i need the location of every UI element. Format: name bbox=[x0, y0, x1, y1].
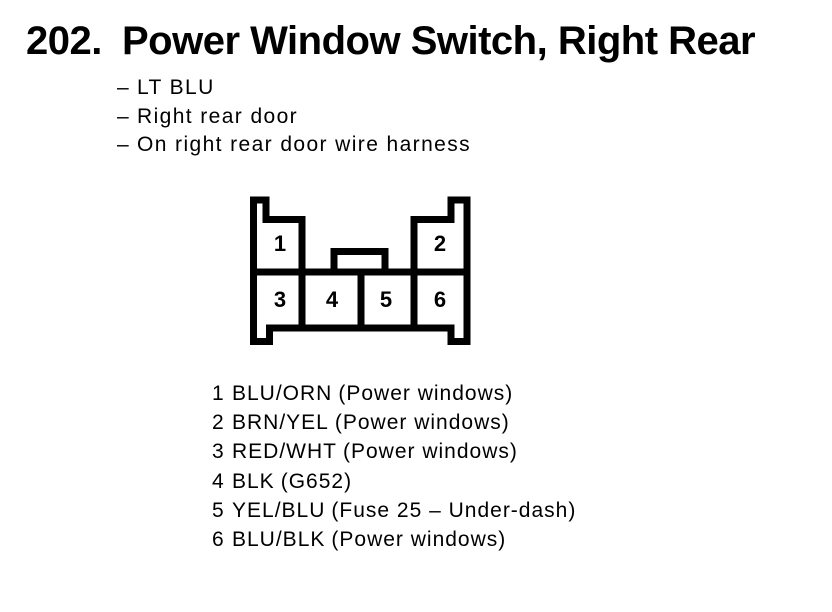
pin-number: 3 bbox=[212, 440, 225, 464]
connector-cavity-dividers bbox=[253, 268, 467, 328]
connector-pin-2: 2 bbox=[434, 231, 446, 256]
pin-number: 1 bbox=[212, 382, 225, 405]
pin-row: 2 BRN/YEL (Power windows) bbox=[212, 408, 576, 437]
pin-function: (Power windows) bbox=[334, 411, 510, 435]
page-title: 202. Power Window Switch, Right Rear bbox=[26, 19, 756, 63]
note-item: – On right rear door wire harness bbox=[117, 131, 471, 160]
connector-pin-4: 4 bbox=[326, 287, 339, 312]
note-text: LT BLU bbox=[137, 76, 215, 99]
dash-bullet: – bbox=[117, 104, 131, 128]
pin-wire-color: BRN/YEL bbox=[232, 411, 329, 435]
pin-function: (Power windows) bbox=[338, 382, 514, 405]
pin-wire-color: YEL/BLU bbox=[232, 498, 326, 522]
pin-function: (Power windows) bbox=[331, 528, 507, 552]
dash-bullet: – bbox=[117, 76, 131, 99]
pin-list: 1 BLU/ORN (Power windows) 2 BRN/YEL (Pow… bbox=[212, 379, 576, 554]
item-number: 202. bbox=[26, 19, 102, 63]
pin-wire-color: RED/WHT bbox=[232, 440, 337, 464]
connector-pin-6: 6 bbox=[434, 287, 446, 312]
notes-list: – LT BLU – Right rear door – On right re… bbox=[117, 74, 471, 160]
connector-pin-3: 3 bbox=[274, 287, 286, 312]
pin-function: (G652) bbox=[280, 469, 353, 493]
note-item: – LT BLU bbox=[117, 74, 471, 103]
pin-function: (Fuse 25 – Under-dash) bbox=[331, 498, 577, 522]
connector-pin-1: 1 bbox=[274, 231, 286, 256]
pin-function: (Power windows) bbox=[343, 440, 518, 464]
pin-number: 2 bbox=[212, 411, 225, 435]
pin-number: 4 bbox=[212, 469, 225, 493]
pin-row: 4 BLK (G652) bbox=[212, 467, 576, 496]
item-title-text: Power Window Switch, Right Rear bbox=[122, 19, 756, 63]
pin-row: 5 YEL/BLU (Fuse 25 – Under-dash) bbox=[212, 496, 576, 525]
note-item: – Right rear door bbox=[117, 103, 471, 132]
pin-wire-color: BLU/BLK bbox=[232, 528, 326, 552]
connector-diagram: 1 2 3 4 5 6 bbox=[250, 196, 471, 345]
pin-number: 5 bbox=[212, 498, 225, 522]
note-text: Right rear door bbox=[137, 104, 299, 128]
dash-bullet: – bbox=[117, 133, 131, 157]
pin-row: 3 RED/WHT (Power windows) bbox=[212, 437, 576, 466]
note-text: On right rear door wire harness bbox=[137, 133, 472, 157]
pin-number: 6 bbox=[212, 528, 225, 552]
connector-pin-5: 5 bbox=[380, 287, 392, 312]
pin-wire-color: BLK bbox=[232, 469, 275, 493]
pin-row: 6 BLU/BLK (Power windows) bbox=[212, 525, 576, 554]
pin-row: 1 BLU/ORN (Power windows) bbox=[212, 379, 576, 408]
pin-wire-color: BLU/ORN bbox=[232, 382, 333, 405]
